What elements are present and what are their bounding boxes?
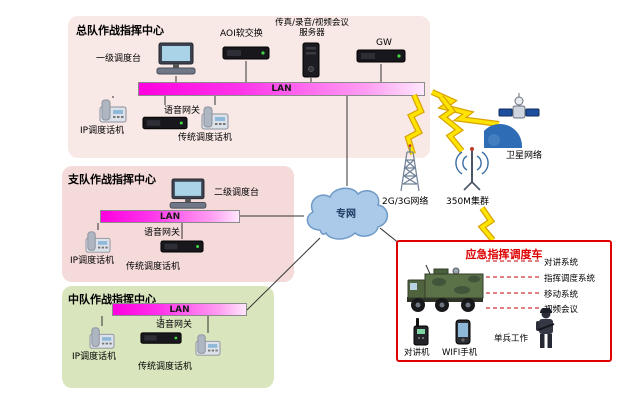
fax-server-icon [300,42,322,78]
ip-phone-label-squadron: IP调度话机 [72,352,117,362]
traditional-phone-label-corps: 传统调度话机 [178,133,233,143]
gw-icon [356,48,406,64]
fax-server-label-line2: 服务器 [299,28,325,39]
voice-gateway-label-corps: 语音网关 [164,106,201,116]
zone-squadron-command: 中队作战指挥中心 LAN 语音网关 IP调度话机 传统调度话机 [62,286,274,388]
zone-corps-title: 总队作战指挥中心 [76,24,164,37]
lan-bar-detachment: LAN [100,210,240,223]
system-command-dispatch-label: 指挥调度系统 [544,274,596,284]
walkie-talkie-icon [412,318,430,346]
system-mobile-label: 移动系统 [544,290,579,300]
command-truck-icon [404,264,488,316]
emergency-vehicle-box: 应急指挥调度车 对讲系统 指挥调度系统 移动系统 视频会议 对讲机 WIFI手机… [396,240,612,362]
voice-gateway-icon-detachment [160,239,204,254]
soldier-icon [532,307,560,350]
lan-bar-squadron: LAN [112,303,247,316]
private-network-cloud-icon [298,180,394,244]
cell-tower-icon [396,144,424,194]
wifi-phone-icon [454,318,472,346]
soldier-work-label: 单兵工作 [494,334,529,344]
cellular-network-label: 2G/3G网络 [382,197,429,207]
voice-gateway-label-squadron: 语音网关 [156,320,193,330]
private-network-label: 专网 [336,209,356,220]
ip-phone-label-detachment: IP调度话机 [70,256,115,266]
gw-label: GW [376,38,392,48]
ip-phone-icon-squadron [88,326,116,350]
zone-detachment-command: 支队作战指挥中心 二级调度台 LAN 语音网关 IP调度话机 传统调度话机 [62,166,294,282]
traditional-phone-icon-squadron [194,333,222,357]
aoi-softswitch-icon [222,45,270,61]
lan-bar-corps: LAN [138,82,425,96]
zone-corps-command: 总队作战指挥中心 一级调度台 AOI软交换 传真/录音/视频会议 服务器 GW … [68,16,430,158]
fax-server-label-line1: 传真/录音/视频会议 [275,18,349,28]
ip-phone-label-corps: IP调度话机 [80,126,125,136]
level1-console-label: 一级调度台 [96,54,142,64]
aoi-softswitch-label: AOI软交换 [220,29,263,39]
trunking-antenna-icon [452,144,492,192]
ip-phone-icon-detachment [84,230,112,254]
fax-server-label: 传真/录音/视频会议 服务器 [264,18,360,38]
dashed-leader-lines [486,260,542,309]
trunking-network-label: 350M集群 [446,197,489,207]
dispatch-console-icon-detachment [166,178,210,210]
zone-squadron-title: 中队作战指挥中心 [68,293,156,306]
wifi-phone-label: WIFI手机 [442,348,478,358]
ip-phone-icon-corps [98,98,128,124]
satellite-icon [478,92,546,168]
satellite-network-label: 卫星网络 [506,151,543,161]
voice-gateway-label-detachment: 语音网关 [144,228,181,238]
voice-gateway-icon-corps [142,115,188,131]
traditional-phone-icon-corps [200,105,230,131]
voice-gateway-icon-squadron [140,331,182,345]
system-video-conference-label: 视频会议 [544,305,579,315]
emergency-vehicle-title: 应急指挥调度车 [465,248,543,261]
traditional-phone-label-squadron: 传统调度话机 [138,362,193,372]
dispatch-console-icon [154,42,198,76]
walkie-talkie-label: 对讲机 [404,348,430,358]
traditional-phone-label-detachment: 传统调度话机 [126,262,181,272]
system-intercom-label: 对讲系统 [544,258,579,268]
level2-console-label: 二级调度台 [214,188,260,198]
zone-detachment-title: 支队作战指挥中心 [68,173,156,186]
